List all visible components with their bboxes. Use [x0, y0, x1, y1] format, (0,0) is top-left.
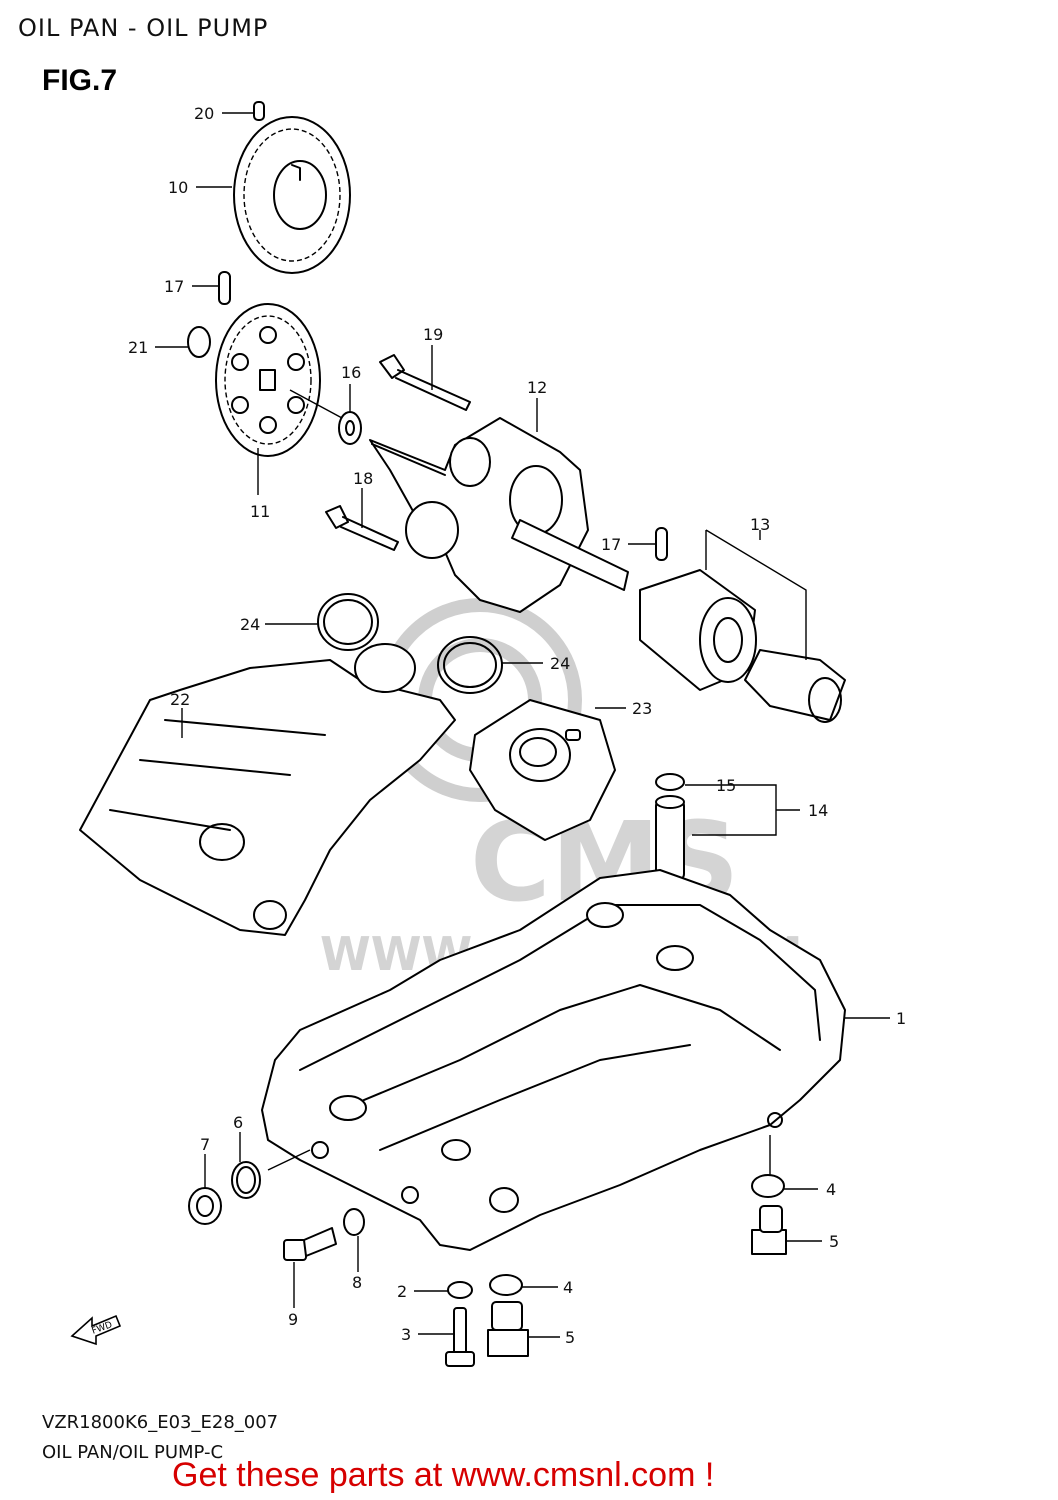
- svg-text:FWD: FWD: [91, 1320, 114, 1337]
- callout-6: 6: [233, 1113, 243, 1132]
- callout-3: 3: [401, 1325, 411, 1344]
- part-13-rotor-set: [639, 569, 846, 723]
- callout-11: 11: [250, 502, 270, 521]
- callout-4: 4: [826, 1180, 836, 1199]
- part-18-bolt: [325, 505, 399, 551]
- part-21-clip: [187, 326, 211, 358]
- part-5-drain-plug-right: [751, 1205, 787, 1255]
- callout-8: 8: [352, 1273, 362, 1292]
- callout-18: 18: [353, 469, 373, 488]
- part-11-gear: [215, 303, 321, 457]
- part-16-washer: [338, 411, 362, 445]
- callout-23: 23: [632, 699, 652, 718]
- part-12-oil-pump: [369, 417, 629, 613]
- part-17-pin-right: [655, 527, 668, 561]
- callout-labels: 20 10 17 21 16 19 12 11 18 17 13 24 24 2…: [128, 104, 906, 1347]
- part-10-gear: [233, 116, 351, 274]
- part-1-oil-pan: [261, 869, 846, 1251]
- callout-5: 5: [829, 1232, 839, 1251]
- part-4-washer-bottom: [489, 1274, 523, 1296]
- part-24-oring-right: [437, 636, 503, 694]
- callout-1: 1: [896, 1009, 906, 1028]
- callout-9: 9: [288, 1310, 298, 1329]
- get-parts-link[interactable]: Get these parts at www.cmsnl.com !: [172, 1456, 715, 1494]
- part-14-pipe: [655, 795, 685, 881]
- callout-13: 13: [750, 515, 770, 534]
- part-19-bolt: [379, 354, 471, 411]
- callout-12: 12: [527, 378, 547, 397]
- callout-10: 10: [168, 178, 188, 197]
- part-23-oil-strainer: [469, 699, 616, 841]
- diagram-name: OIL PAN/OIL PUMP-C: [42, 1442, 224, 1463]
- part-17-pin: [218, 271, 231, 305]
- callout-14: 14: [808, 801, 828, 820]
- part-15-oring: [655, 773, 685, 791]
- callout-2: 2: [397, 1282, 407, 1301]
- part-7-plug: [188, 1187, 222, 1225]
- part-22-baffle-plate: [79, 643, 456, 936]
- part-6-gasket: [231, 1161, 261, 1199]
- part-20-pin: [253, 101, 265, 121]
- part-3-bolt: [445, 1307, 475, 1367]
- callout-16: 16: [341, 363, 361, 382]
- part-9-bolt: [283, 1227, 337, 1261]
- callout-20: 20: [194, 104, 214, 123]
- model-code: VZR1800K6_E03_E28_007: [42, 1412, 279, 1433]
- callout-17: 17: [164, 277, 184, 296]
- callout-15: 15: [716, 776, 736, 795]
- figure-label: FIG.7: [42, 64, 118, 97]
- callout-5b: 5: [565, 1328, 575, 1347]
- callout-17b: 17: [601, 535, 621, 554]
- callout-22: 22: [170, 690, 190, 709]
- part-8-gasket: [343, 1208, 365, 1236]
- callout-19: 19: [423, 325, 443, 344]
- callout-24b: 24: [550, 654, 570, 673]
- callout-4b: 4: [563, 1278, 573, 1297]
- page-title: OIL PAN - OIL PUMP: [18, 14, 269, 42]
- callout-leaders: [155, 112, 890, 1338]
- part-5-drain-plug-bottom: [487, 1301, 529, 1357]
- fwd-arrow-icon: FWD: [70, 1314, 122, 1346]
- callout-24: 24: [240, 615, 260, 634]
- part-2-washer: [447, 1281, 473, 1299]
- callout-21: 21: [128, 338, 148, 357]
- part-24-oring-left: [317, 593, 379, 651]
- callout-7: 7: [200, 1135, 210, 1154]
- part-4-washer-right: [751, 1174, 785, 1198]
